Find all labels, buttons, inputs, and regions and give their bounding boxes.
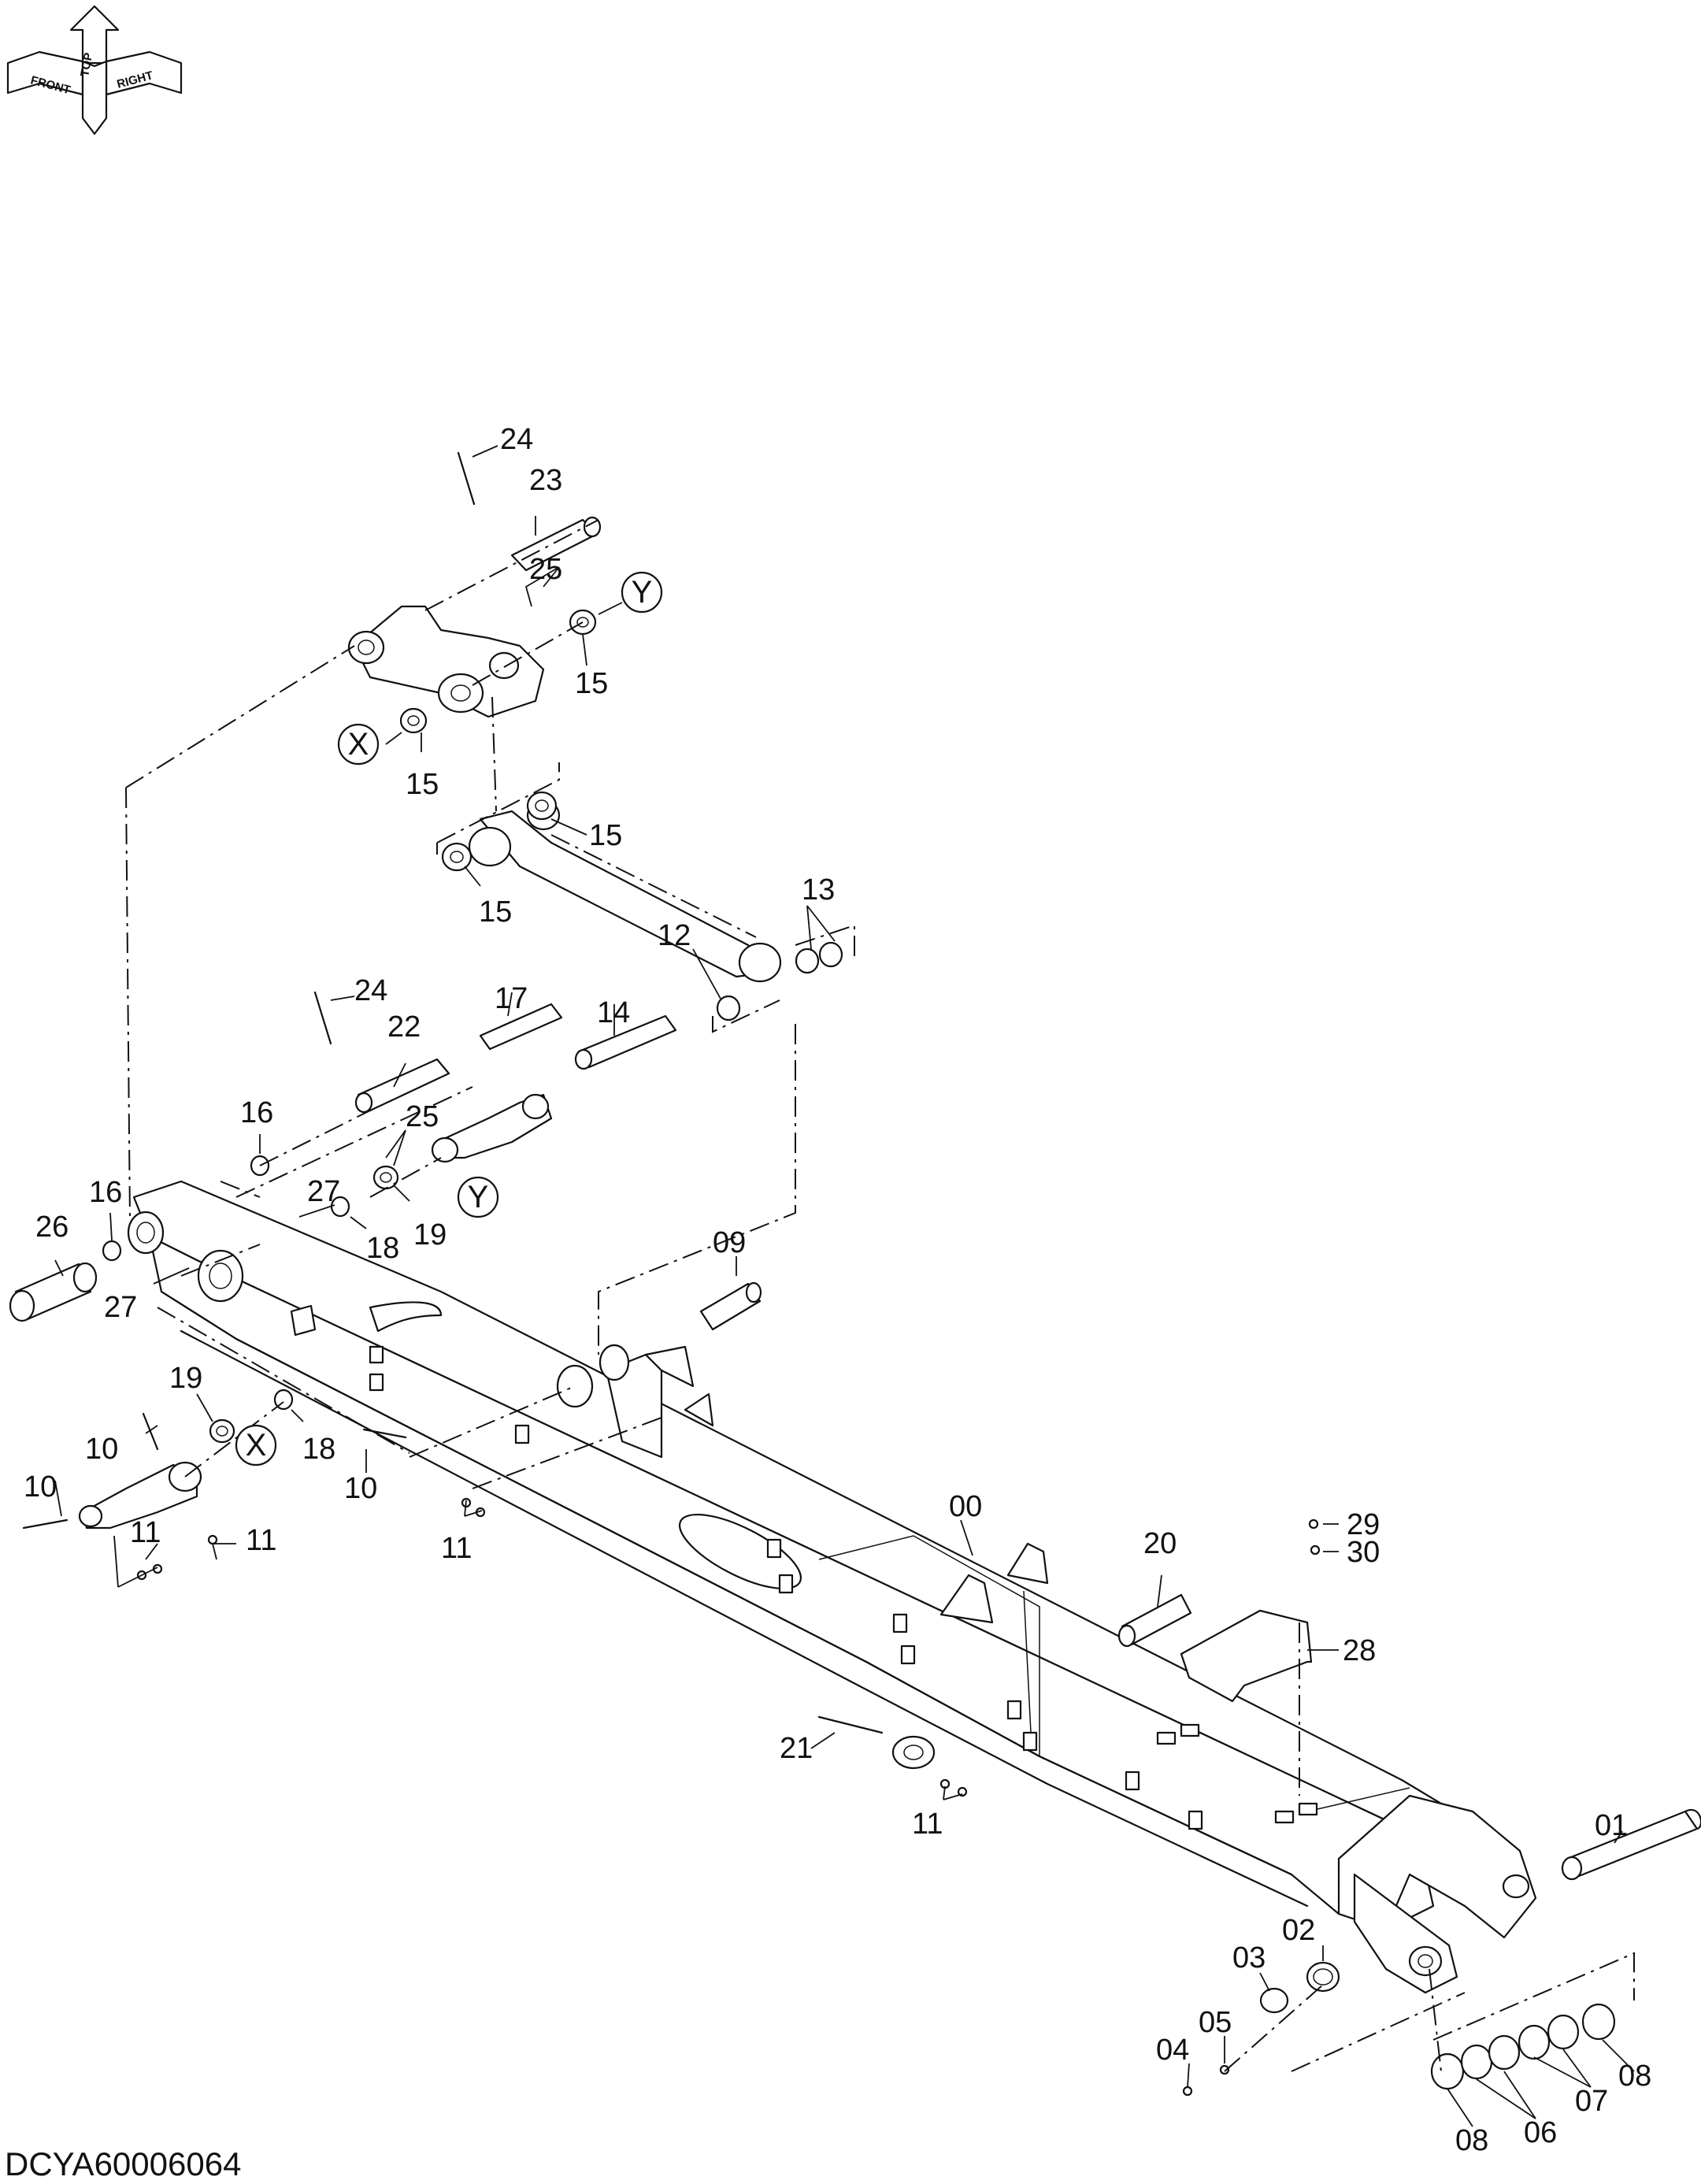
reference-markers: Y X Y X xyxy=(235,571,663,1467)
part-label: 05 xyxy=(1199,2006,1232,2039)
arm-body xyxy=(127,1180,1537,1994)
part-label: 12 xyxy=(658,919,691,952)
leader-lines xyxy=(54,445,1635,2127)
part-label: 02 xyxy=(1282,1914,1315,1947)
part-label: 08 xyxy=(1455,2124,1488,2157)
part-label: 19 xyxy=(169,1362,202,1395)
part-label: 25 xyxy=(529,553,562,586)
part-label: 10 xyxy=(344,1472,377,1505)
part-label: 06 xyxy=(1524,2116,1557,2149)
ref-y-lower: Y xyxy=(468,1180,489,1214)
part-label: 09 xyxy=(713,1226,746,1259)
part-label: 17 xyxy=(495,982,528,1015)
part-label: 15 xyxy=(406,768,439,801)
part-label: 13 xyxy=(802,873,835,907)
part-label: 18 xyxy=(366,1232,399,1265)
drawing-code: DCYA60006064 xyxy=(5,2145,241,2182)
part-label: 29 xyxy=(1347,1508,1380,1541)
part-label: 11 xyxy=(246,1524,276,1557)
part-label: 04 xyxy=(1156,2034,1189,2067)
part-label: 10 xyxy=(24,1470,57,1504)
part-label: 15 xyxy=(479,895,512,929)
ref-y-upper: Y xyxy=(632,575,653,610)
part-label: 24 xyxy=(354,974,387,1007)
part-label: 30 xyxy=(1347,1536,1380,1569)
part-label: 03 xyxy=(1232,1941,1266,1974)
part-label: 11 xyxy=(130,1516,161,1549)
orientation-top-label: TOP xyxy=(78,52,95,78)
part-label: 16 xyxy=(89,1176,122,1209)
part-label: 10 xyxy=(85,1433,118,1466)
assembly-lines xyxy=(125,519,1635,2072)
part-label: 27 xyxy=(104,1291,137,1324)
ref-x-lower: X xyxy=(246,1428,267,1463)
part-label: 15 xyxy=(589,819,622,852)
part-label: 24 xyxy=(500,423,533,456)
part-labels: 24 23 25 15 15 15 15 13 12 24 22 17 14 1… xyxy=(24,423,1651,2157)
part-label: 25 xyxy=(406,1100,439,1133)
part-label: 27 xyxy=(307,1175,340,1208)
part-label: 07 xyxy=(1575,2085,1608,2118)
part-label: 23 xyxy=(529,464,562,497)
part-label: 18 xyxy=(302,1433,335,1466)
part-label: 21 xyxy=(780,1732,813,1765)
part-label: 11 xyxy=(912,1808,943,1841)
part-label: 11 xyxy=(441,1532,472,1565)
part-label: 22 xyxy=(387,1010,421,1044)
part-label: 00 xyxy=(949,1490,982,1523)
part-label: 08 xyxy=(1618,2060,1651,2093)
ref-x-upper: X xyxy=(348,727,369,762)
part-label: 16 xyxy=(240,1096,273,1129)
part-label: 19 xyxy=(413,1218,447,1251)
part-label: 20 xyxy=(1143,1527,1177,1560)
part-label: 01 xyxy=(1595,1809,1628,1842)
part-label: 15 xyxy=(575,667,608,700)
part-label: 14 xyxy=(597,996,630,1029)
part-label: 26 xyxy=(35,1211,69,1244)
part-label: 28 xyxy=(1343,1634,1376,1667)
part-shapes xyxy=(9,451,1701,2097)
orientation-icon: TOP FRONT RIGHT xyxy=(6,5,183,135)
